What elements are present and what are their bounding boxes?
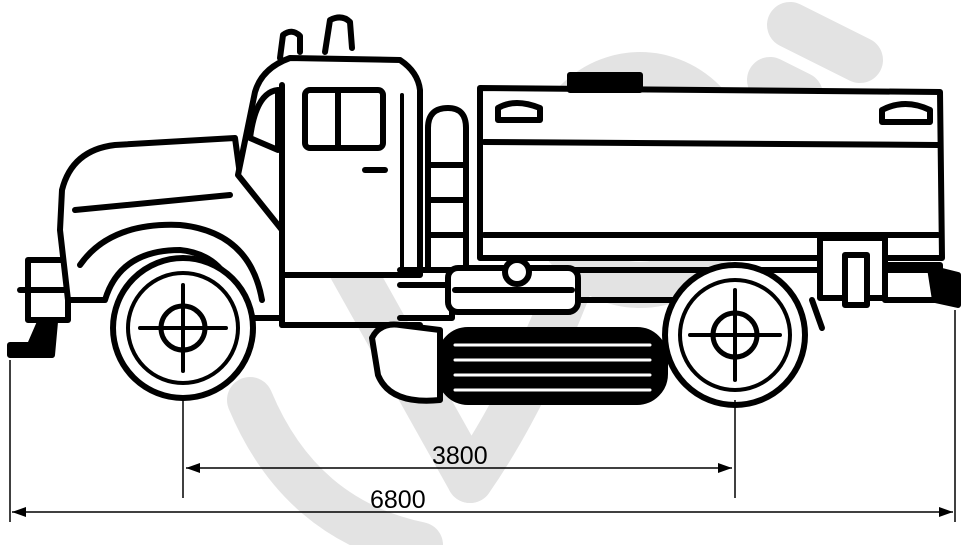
side-tank (425, 105, 469, 273)
chassis (397, 235, 961, 331)
arrowhead (186, 463, 200, 473)
watermark-stroke (767, 2, 883, 83)
arrowhead (12, 507, 26, 517)
arrowhead (939, 507, 953, 517)
arrowhead (718, 463, 732, 473)
dimension-lines (9, 310, 956, 522)
front-wheel (110, 255, 256, 401)
water-tank (477, 72, 945, 261)
wheelbase-label: 3800 (432, 442, 488, 470)
pump-unit (445, 257, 581, 315)
sweeper-brush (369, 321, 668, 405)
watermark-stroke (227, 377, 443, 545)
truck (7, 14, 961, 408)
overall-length-label: 6800 (370, 486, 426, 514)
rear-wheel (662, 262, 808, 408)
